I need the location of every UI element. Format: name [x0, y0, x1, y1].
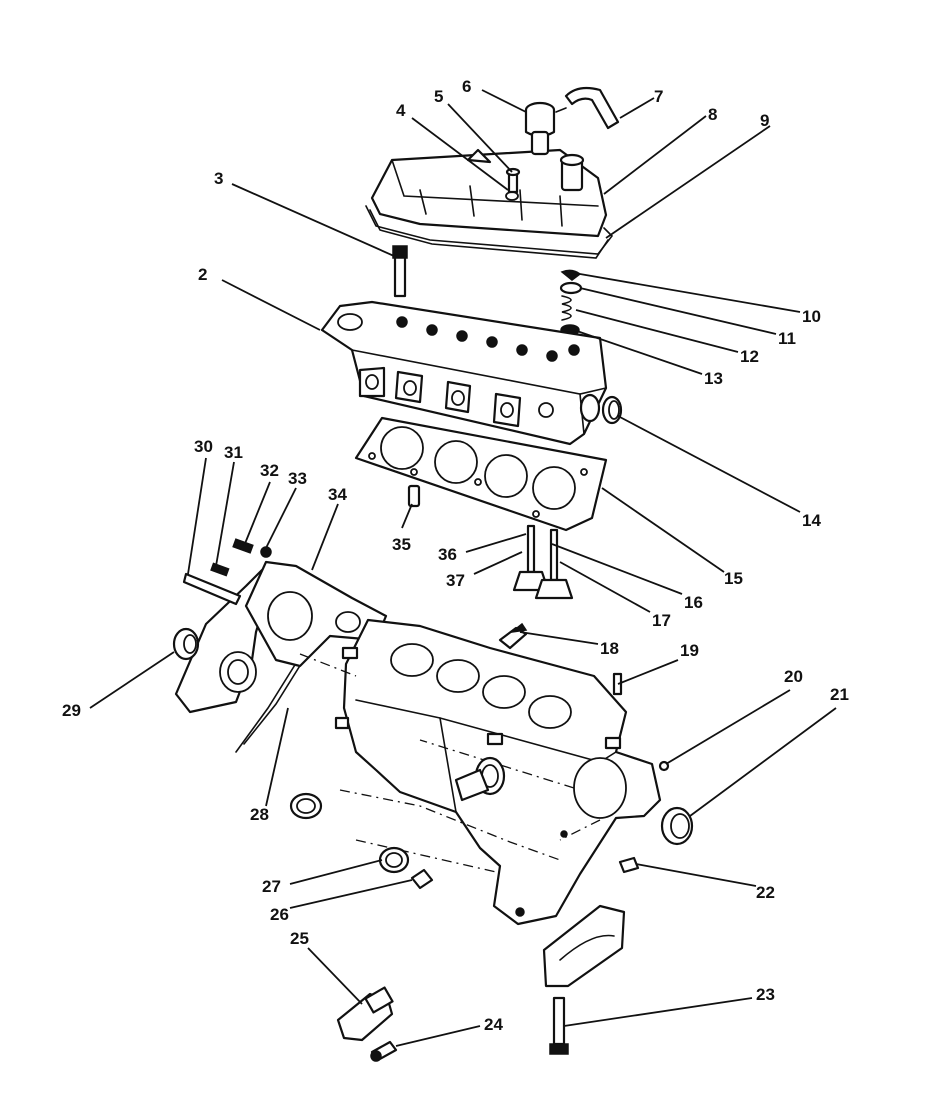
callout-5: 5	[434, 87, 443, 106]
side-core-plug	[289, 792, 323, 820]
callout-9: 9	[760, 111, 769, 130]
callout-10: 10	[802, 307, 821, 326]
valve-spring-set	[559, 269, 583, 336]
callout-24: 24	[484, 1015, 503, 1034]
main-bearing-cap	[542, 904, 626, 988]
dowel	[407, 484, 421, 508]
callout-labels: 2 3 4 5 6 7 8 9 10 11 12 13 14 15 16 17 …	[62, 77, 849, 1034]
callout-26: 26	[270, 905, 289, 924]
callout-4: 4	[396, 101, 406, 120]
callout-21: 21	[830, 685, 849, 704]
callout-34: 34	[328, 485, 347, 504]
callout-22: 22	[756, 883, 775, 902]
rear-core-plug	[660, 806, 694, 846]
inlet-valve	[534, 528, 574, 600]
distributor-drive-housing	[454, 756, 506, 802]
callout-12: 12	[740, 347, 759, 366]
grub-screw	[618, 856, 640, 874]
leader-lines	[89, 89, 837, 1047]
rocker-cover	[370, 148, 608, 238]
callout-29: 29	[62, 701, 81, 720]
engine-backplate	[244, 560, 388, 668]
exhaust-ports	[358, 366, 554, 428]
callout-2: 2	[198, 265, 207, 284]
block-lower-hidden-lines	[299, 653, 561, 873]
callout-35: 35	[392, 535, 411, 554]
callout-19: 19	[680, 641, 699, 660]
callout-28: 28	[250, 805, 269, 824]
head-bolt	[392, 245, 408, 298]
stud	[612, 672, 623, 696]
callout-32: 32	[260, 461, 279, 480]
oil-filler-cap	[524, 101, 567, 156]
callout-36: 36	[438, 545, 457, 564]
callout-25: 25	[290, 929, 309, 948]
callout-16: 16	[684, 593, 703, 612]
breather-hose	[564, 86, 620, 130]
crankshaft-oil-seal	[172, 627, 200, 661]
callout-6: 6	[462, 77, 471, 96]
cover-bolt	[505, 167, 521, 194]
callout-23: 23	[756, 985, 775, 1004]
cam-bearing-plug	[378, 846, 410, 874]
callout-33: 33	[288, 469, 307, 488]
callout-20: 20	[784, 667, 803, 686]
head-bolt-holes	[396, 316, 580, 362]
crankshaft-sensor	[336, 986, 394, 1042]
callout-17: 17	[652, 611, 671, 630]
core-plug	[601, 395, 623, 425]
callout-11: 11	[778, 329, 796, 348]
callout-3: 3	[214, 169, 223, 188]
oil-pressure-switch	[498, 622, 528, 650]
main-bearing-bolt	[549, 996, 569, 1055]
callout-8: 8	[708, 105, 717, 124]
callout-7: 7	[654, 87, 663, 106]
block-bores	[390, 643, 572, 729]
head-gasket	[354, 416, 608, 532]
callout-15: 15	[724, 569, 743, 588]
oil-gallery-plug	[410, 868, 434, 890]
sensor-screw	[370, 1040, 398, 1062]
callout-14: 14	[802, 511, 821, 530]
cylinder-head	[320, 300, 608, 446]
callout-27: 27	[262, 877, 281, 896]
callout-18: 18	[600, 639, 619, 658]
timing-cover-bolts	[182, 538, 272, 606]
callout-37: 37	[446, 571, 465, 590]
callout-30: 30	[194, 437, 213, 456]
callout-31: 31	[224, 443, 243, 462]
callout-13: 13	[704, 369, 723, 388]
